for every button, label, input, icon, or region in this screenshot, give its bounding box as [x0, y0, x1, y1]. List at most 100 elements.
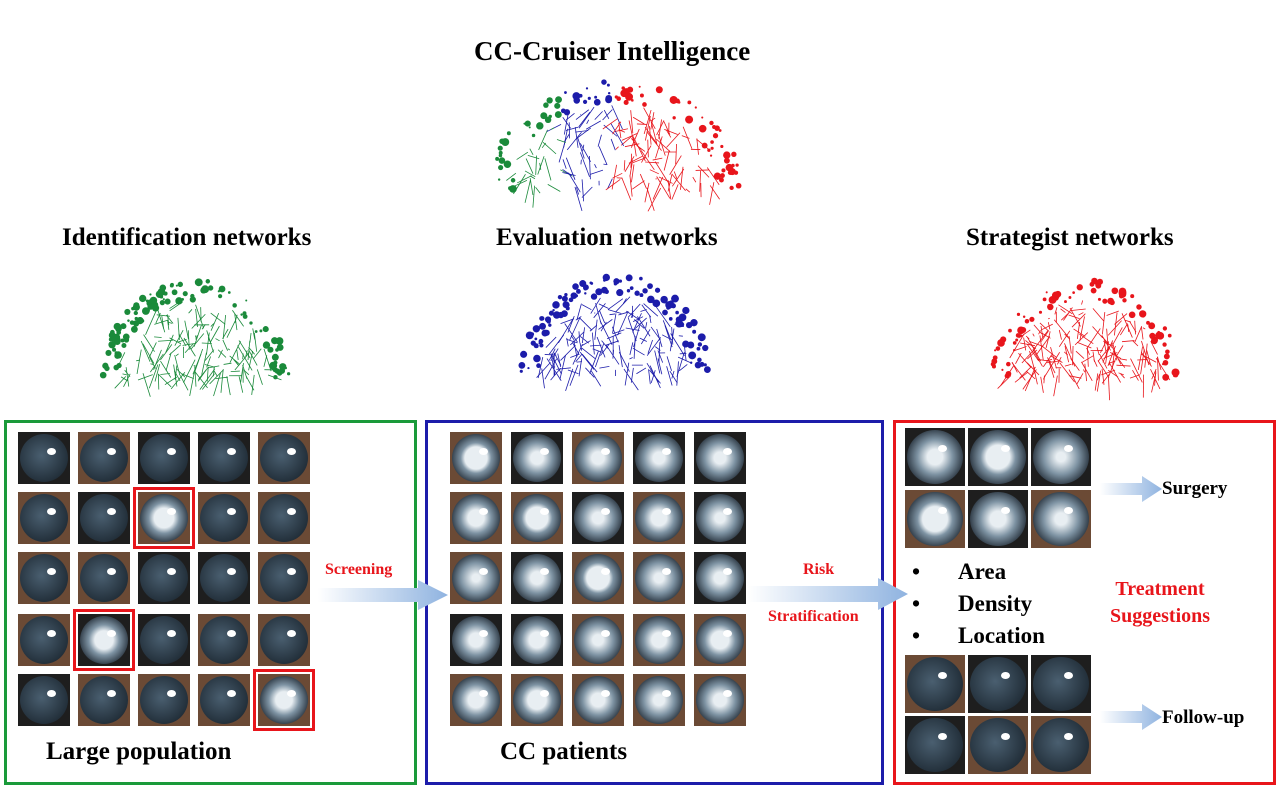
brain-circuit-line	[589, 350, 599, 374]
brain-circuit-line	[572, 342, 580, 356]
brain-node	[242, 314, 248, 319]
brain-node	[267, 346, 274, 353]
brain-circuit-line	[1134, 320, 1136, 335]
brain-circuit-line	[611, 105, 623, 130]
brain-node	[997, 339, 1005, 347]
brain-circuit-line	[1040, 331, 1049, 342]
brain-circuit-line	[612, 121, 622, 135]
brain-circuit-line	[632, 116, 645, 125]
brain-circuit-line	[201, 373, 215, 390]
brain-circuit-line	[193, 324, 202, 347]
brain-node	[638, 85, 641, 88]
brain-circuit-line	[562, 159, 567, 169]
eye-image	[198, 492, 250, 544]
brain-circuit-line	[641, 304, 652, 318]
brain-circuit-line	[666, 366, 673, 386]
brain-node	[163, 291, 168, 296]
brain-node	[1072, 291, 1075, 294]
brain-circuit-line	[1050, 355, 1063, 363]
brain-circuit-line	[591, 332, 595, 355]
eye-image	[18, 674, 70, 726]
brain-circuit-line	[174, 354, 181, 376]
brain-circuit-line	[1081, 300, 1084, 305]
brain-node	[660, 295, 668, 304]
brain-circuit-line	[566, 337, 569, 347]
brain-circuit-line	[629, 160, 634, 177]
brain-circuit-line	[1053, 375, 1058, 397]
brain-circuit-line	[213, 366, 215, 377]
brain-node	[218, 294, 223, 299]
brain-circuit-line	[177, 317, 180, 340]
brain-circuit-line	[1092, 308, 1105, 322]
brain-node	[995, 346, 1001, 351]
brain-node	[552, 311, 561, 319]
brain-circuit-line	[1018, 353, 1032, 368]
brain-node	[262, 326, 269, 333]
strategist-panel	[893, 420, 1276, 785]
brain-circuit-line	[696, 138, 699, 155]
brain-node	[217, 290, 220, 293]
brain-circuit-line	[232, 310, 244, 327]
surgery-arrow-icon	[1100, 476, 1162, 502]
brain-circuit-line	[681, 135, 690, 139]
brain-circuit-line	[666, 356, 672, 371]
brain-circuit-line	[581, 353, 598, 373]
brain-node	[685, 115, 694, 124]
brain-node	[147, 303, 154, 310]
brain-circuit-line	[646, 337, 662, 356]
brain-node	[131, 306, 135, 311]
brain-circuit-line	[699, 170, 701, 192]
brain-circuit-line	[1132, 369, 1139, 381]
brain-circuit-line	[663, 150, 670, 171]
criteria-item: •Density	[912, 591, 1033, 616]
brain-circuit-line	[658, 119, 662, 139]
brain-circuit-line	[1121, 313, 1133, 338]
criteria-location: Location	[958, 623, 1045, 648]
brain-circuit-line	[222, 314, 227, 340]
brain-circuit-line	[149, 353, 164, 373]
brain-circuit-line	[1130, 358, 1143, 383]
brain-circuit-line	[539, 162, 542, 170]
brain-node	[647, 283, 653, 289]
eye-image	[198, 432, 250, 484]
brain-circuit-line	[632, 180, 645, 190]
surgery-label: Surgery	[1162, 478, 1228, 499]
brain-node	[647, 295, 655, 304]
brain-node	[536, 363, 541, 369]
brain-node	[1076, 284, 1083, 291]
brain-circuit-line	[1103, 340, 1113, 347]
brain-node	[1165, 349, 1170, 355]
brain-circuit-line	[236, 349, 239, 360]
brain-node	[552, 309, 555, 312]
brain-node	[670, 303, 676, 309]
brain-node	[1054, 290, 1062, 298]
identification-panel	[4, 420, 417, 785]
brain-circuit-line	[1053, 319, 1069, 338]
brain-node	[714, 125, 720, 131]
brain-node	[710, 140, 714, 144]
brain-node	[616, 96, 621, 101]
brain-node	[671, 294, 679, 303]
brain-circuit-line	[655, 138, 671, 152]
brain-circuit-line	[1025, 335, 1030, 340]
brain-node	[707, 148, 711, 152]
brain-circuit-line	[201, 324, 206, 330]
brain-circuit-line	[652, 157, 663, 161]
eye-image	[258, 432, 310, 484]
brain-node	[277, 344, 283, 350]
brain-node	[731, 163, 735, 168]
eye-image	[633, 492, 685, 544]
treatment-suggestions-label: Treatment Suggestions	[1110, 576, 1210, 630]
brain-circuit-line	[160, 373, 170, 375]
brain-circuit-line	[606, 332, 622, 340]
brain-circuit-line	[220, 369, 224, 393]
eye-image	[694, 492, 746, 544]
brain-node	[613, 282, 618, 286]
brain-circuit-line	[248, 350, 254, 371]
brain-circuit-line	[608, 309, 622, 314]
brain-node	[1130, 294, 1135, 299]
brain-circuit-line	[615, 296, 631, 313]
brain-circuit-line	[175, 353, 179, 357]
brain-node	[498, 164, 504, 171]
brain-circuit-line	[1103, 340, 1107, 355]
